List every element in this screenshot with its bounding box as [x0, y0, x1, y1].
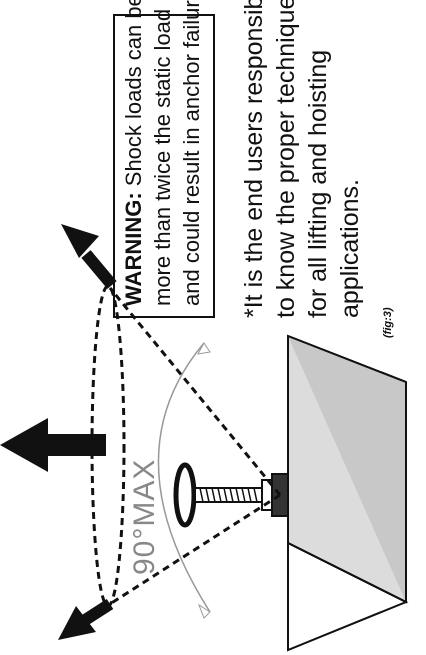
note-line-3: for all lifting and hoisting	[304, 49, 332, 318]
warning-lead: WARNING:	[121, 192, 146, 306]
angle-arc-curve	[157, 342, 211, 613]
lower-arrow-head	[58, 606, 96, 640]
load-box	[287, 334, 409, 652]
eyebolt	[173, 462, 289, 528]
box-shade	[288, 336, 406, 602]
upper-arrow-head	[61, 224, 99, 258]
angle-arrow-lower	[197, 603, 211, 619]
warning-line-1: WARNING: Shock loads can be	[119, 0, 148, 306]
warning-line-3: and could result in anchor failure.	[179, 0, 204, 306]
cone-line-upper	[108, 287, 282, 496]
warning-line-2: more than twice the static load	[150, 8, 175, 306]
warning-box: WARNING: Shock loads can be more than tw…	[113, 0, 215, 318]
note-line-1: *It is the end users responsibility	[240, 0, 268, 318]
responsibility-note: *It is the end users responsibility to k…	[238, 0, 373, 318]
note-line-4: applications.	[336, 179, 364, 318]
lower-arrow-shaft	[78, 598, 114, 628]
warning-line-1-text: Shock loads can be	[121, 0, 146, 193]
eyebolt-ring	[173, 462, 197, 528]
angle-max-label: 90°MAX	[128, 458, 161, 575]
note-line-2: to know the proper techniques	[272, 0, 300, 318]
cone-line-lower	[109, 493, 281, 606]
center-arrow-shaft	[46, 434, 106, 456]
upper-arrow-shaft	[81, 250, 117, 289]
eyebolt-thread	[199, 487, 258, 503]
angle-arrow-upper	[197, 342, 211, 355]
angle-cone	[90, 284, 282, 608]
angle-arc	[157, 342, 211, 619]
center-arrow-head	[0, 418, 48, 472]
figure-label: (fig:3)	[382, 307, 394, 338]
lift-arrows	[0, 224, 117, 640]
